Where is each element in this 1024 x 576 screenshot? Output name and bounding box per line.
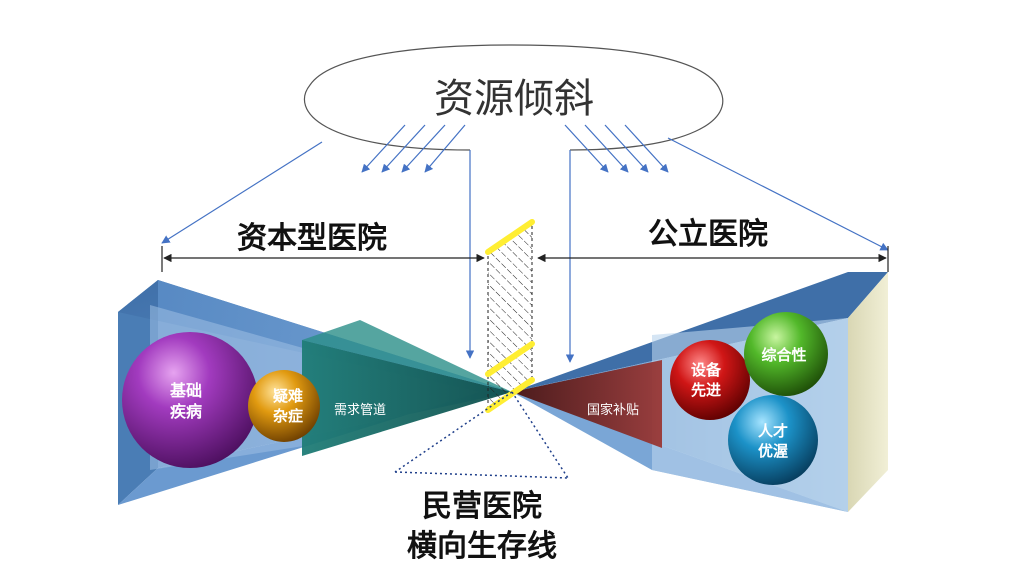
cloud-arrows-left (361, 124, 466, 173)
svg-text:杂症: 杂症 (273, 407, 303, 425)
cloud-arrow-to-right (667, 137, 889, 251)
sphere-comprehensive: 综合性 (744, 312, 828, 396)
sphere-complex-disease: 疑难 杂症 (248, 370, 320, 442)
right-channel-label: 国家补贴 (587, 402, 639, 418)
left-span-arrow (161, 246, 485, 272)
sphere-talent: 人才 优渥 (728, 395, 818, 485)
svg-text:疑难: 疑难 (273, 387, 303, 405)
svg-text:疾病: 疾病 (170, 402, 202, 421)
cloud-arrow-to-left (161, 141, 323, 244)
svg-text:先进: 先进 (691, 381, 721, 399)
survival-line-divider (485, 219, 535, 413)
svg-text:设备: 设备 (691, 361, 722, 379)
perspective-lines (394, 391, 569, 479)
cloud-label: 资源倾斜 (434, 76, 594, 122)
bottom-label-line1: 民营医院 (422, 489, 542, 524)
right-channel (512, 360, 662, 448)
left-channel (302, 340, 512, 456)
right-label: 公立医院 (648, 217, 768, 252)
sphere-advanced-equipment: 设备 先进 (670, 340, 750, 420)
svg-text:人才: 人才 (758, 422, 788, 440)
svg-text:基础: 基础 (169, 381, 202, 400)
svg-text:综合性: 综合性 (761, 346, 806, 364)
sphere-basic-disease: 基础 疾病 (122, 332, 258, 468)
bottom-label-line2: 横向生存线 (407, 529, 557, 564)
resource-cloud: 资源倾斜 (303, 44, 724, 151)
svg-text:优渥: 优渥 (758, 442, 788, 460)
left-channel-label: 需求管道 (334, 403, 386, 418)
left-label: 资本型医院 (237, 221, 387, 256)
cloud-arrows-right (564, 124, 669, 173)
right-span-arrow (537, 246, 889, 272)
